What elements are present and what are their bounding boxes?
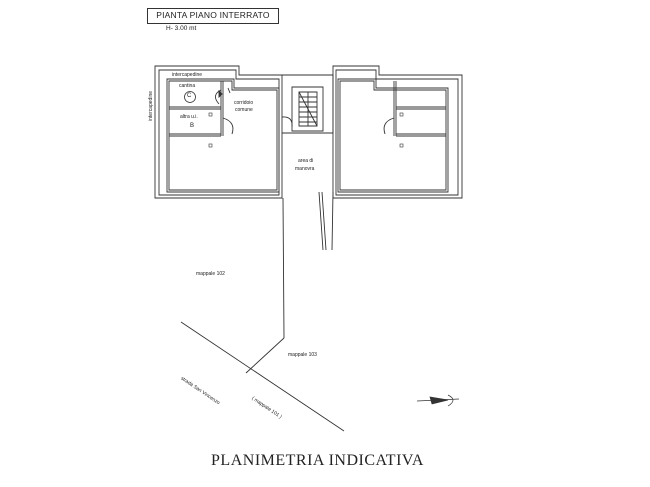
boundary-line-vertical — [282, 197, 285, 339]
boundary-line-diagonal — [245, 337, 285, 374]
label-area-di: area di — [298, 158, 314, 164]
title-box: PIANTA PIANO INTERRATO — [147, 8, 279, 24]
room-side-wall — [220, 81, 224, 136]
cantina-marker-circle — [184, 91, 196, 103]
altra-ui-partition — [169, 133, 221, 137]
north-arrow-icon — [416, 394, 460, 407]
left-block-outer-wall — [154, 65, 283, 199]
label-manovra: manovra — [295, 166, 315, 172]
label-intercapedine-top: intercapedine — [172, 72, 203, 78]
corridor-door-arc — [222, 117, 234, 135]
plan-height: H- 3.00 mt — [166, 25, 197, 32]
left-block-inner-wall — [158, 69, 280, 196]
plan-title: PIANTA PIANO INTERRATO — [156, 10, 270, 20]
right-block-inner-wall — [335, 69, 459, 196]
ramp-left-wall — [318, 191, 327, 251]
label-intercapedine-side: intercapedine — [148, 90, 155, 122]
right-room-partition — [396, 106, 446, 110]
pillar-marker — [208, 112, 213, 117]
right-block-room-wall — [337, 78, 449, 193]
label-altra-ui-marker: B — [190, 123, 195, 129]
ramp-right-wall — [331, 191, 334, 251]
cantina-tick — [227, 87, 231, 94]
stair-flight-mark — [298, 91, 318, 127]
central-core-wall — [282, 74, 334, 134]
pillar-marker — [399, 112, 404, 117]
footer-title: PLANIMETRIA INDICATIVA — [211, 452, 424, 469]
cantina-pointer — [218, 89, 223, 99]
label-mappale-103: mappale 103 — [288, 352, 317, 358]
right-door-arc — [383, 117, 395, 135]
right-block-room-inner-wall — [339, 80, 447, 191]
label-corridoio: corridoio — [234, 100, 254, 106]
core-door-arc — [281, 116, 293, 128]
label-cantina: cantina — [179, 83, 196, 89]
label-cantina-marker: C — [187, 93, 192, 99]
label-mappale-102: mappale 102 — [196, 271, 225, 277]
right-room-partition-2 — [396, 133, 446, 137]
label-altra-ui: altra u.i. — [180, 114, 198, 120]
stair-box — [291, 86, 324, 132]
label-comune: comune — [235, 107, 253, 113]
pillar-marker — [399, 143, 404, 148]
road-edge-line — [180, 321, 345, 432]
left-block-room-wall — [166, 78, 280, 193]
cantina-partition — [169, 106, 221, 110]
pillar-marker — [208, 143, 213, 148]
right-block-outer-wall — [332, 65, 463, 199]
right-room-side-wall — [393, 81, 397, 136]
left-block-room-inner-wall — [168, 80, 278, 191]
